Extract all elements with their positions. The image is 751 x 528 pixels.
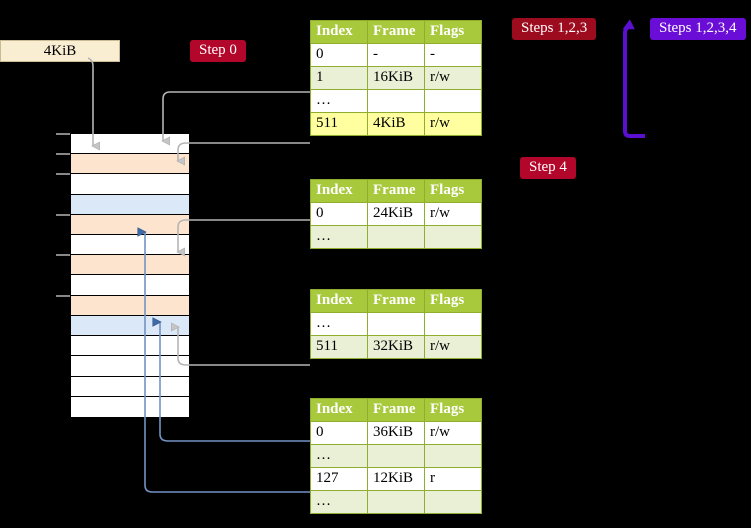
memory-frame-row: [71, 255, 189, 276]
cell-frame: 24KiB: [367, 202, 425, 226]
badge-step-4: Step 4: [520, 157, 576, 179]
badge-steps-1-2-3: Steps 1,2,3: [512, 18, 597, 40]
column-header-flags: Flags: [424, 398, 482, 422]
cell-flags: -: [424, 43, 482, 67]
gray-connector-table0-row511: [176, 142, 310, 166]
cell-index: …: [310, 225, 368, 249]
memory-frame-row: [71, 134, 189, 155]
page-table-row: …: [310, 225, 482, 249]
cell-index: …: [310, 444, 368, 468]
memory-tick-mark: [56, 153, 70, 156]
cell-frame: -: [367, 43, 425, 67]
cell-frame: [367, 490, 425, 514]
cell-frame: 12KiB: [367, 467, 425, 491]
memory-frame-row: [71, 376, 189, 397]
gray-connector-table1-row0: [176, 219, 310, 257]
memory-frame-row: [71, 295, 189, 316]
cell-index: 0: [310, 202, 368, 226]
memory-tick-mark: [56, 254, 70, 257]
memory-tick-mark: [56, 294, 70, 297]
cell-flags: [424, 225, 482, 249]
cell-flags: [424, 444, 482, 468]
column-header-frame: Frame: [367, 179, 425, 203]
memory-frame-row: [71, 396, 189, 417]
memory-frame-row: [71, 235, 189, 256]
cell-frame: 4KiB: [367, 112, 425, 136]
cell-index: 0: [310, 421, 368, 445]
column-header-frame: Frame: [367, 20, 425, 44]
cell-frame: [367, 225, 425, 249]
page-table-row: …: [310, 490, 482, 514]
cell-index: 0: [310, 43, 368, 67]
cell-flags: r: [424, 467, 482, 491]
memory-frame-row: [71, 214, 189, 236]
physical-memory-column: [70, 133, 190, 417]
page-table-row: …: [310, 444, 482, 468]
column-header-flags: Flags: [424, 20, 482, 44]
cell-index: …: [310, 490, 368, 514]
cell-frame: [367, 89, 425, 113]
page-table-row: …: [310, 312, 482, 336]
cell-frame: [367, 444, 425, 468]
cell-index: …: [310, 312, 368, 336]
column-header-frame: Frame: [367, 398, 425, 422]
column-header-index: Index: [310, 289, 368, 313]
cell-index: 511: [310, 112, 368, 136]
cell-frame: 36KiB: [367, 421, 425, 445]
cell-flags: r/w: [424, 421, 482, 445]
cell-frame: 16KiB: [367, 66, 425, 90]
frame-size-label: 4KiB: [0, 40, 120, 62]
badge-step-0: Step 0: [190, 40, 246, 62]
cell-index: 1: [310, 66, 368, 90]
column-header-index: Index: [310, 179, 368, 203]
cell-frame: [367, 312, 425, 336]
badge-steps-1-2-3-4: Steps 1,2,3,4: [650, 18, 746, 40]
memory-frame-row: [71, 174, 189, 195]
purple-bracket-arrow: [622, 19, 645, 138]
column-header-index: Index: [310, 398, 368, 422]
column-header-flags: Flags: [424, 289, 482, 313]
cell-flags: r/w: [424, 66, 482, 90]
cell-flags: [424, 89, 482, 113]
memory-tick-mark: [56, 213, 70, 216]
column-header-frame: Frame: [367, 289, 425, 313]
cell-index: 511: [310, 335, 368, 359]
cell-index: 127: [310, 467, 368, 491]
memory-frame-row: [71, 194, 189, 215]
cell-frame: 32KiB: [367, 335, 425, 359]
memory-tick-mark: [56, 173, 70, 176]
cell-flags: [424, 490, 482, 514]
column-header-index: Index: [310, 20, 368, 44]
cell-flags: r/w: [424, 335, 482, 359]
memory-frame-row: [71, 356, 189, 377]
memory-frame-row: [71, 315, 189, 337]
cell-flags: r/w: [424, 112, 482, 136]
page-table-row: …: [310, 89, 482, 113]
cell-flags: [424, 312, 482, 336]
cell-flags: r/w: [424, 202, 482, 226]
memory-frame-row: [71, 275, 189, 296]
memory-frame-row: [71, 336, 189, 357]
cell-index: …: [310, 89, 368, 113]
gray-connector-table2-row511: [171, 322, 310, 366]
column-header-flags: Flags: [424, 179, 482, 203]
memory-tick-mark: [56, 133, 70, 135]
memory-frame-row: [71, 154, 189, 175]
page-table-row: 0--: [310, 43, 482, 67]
